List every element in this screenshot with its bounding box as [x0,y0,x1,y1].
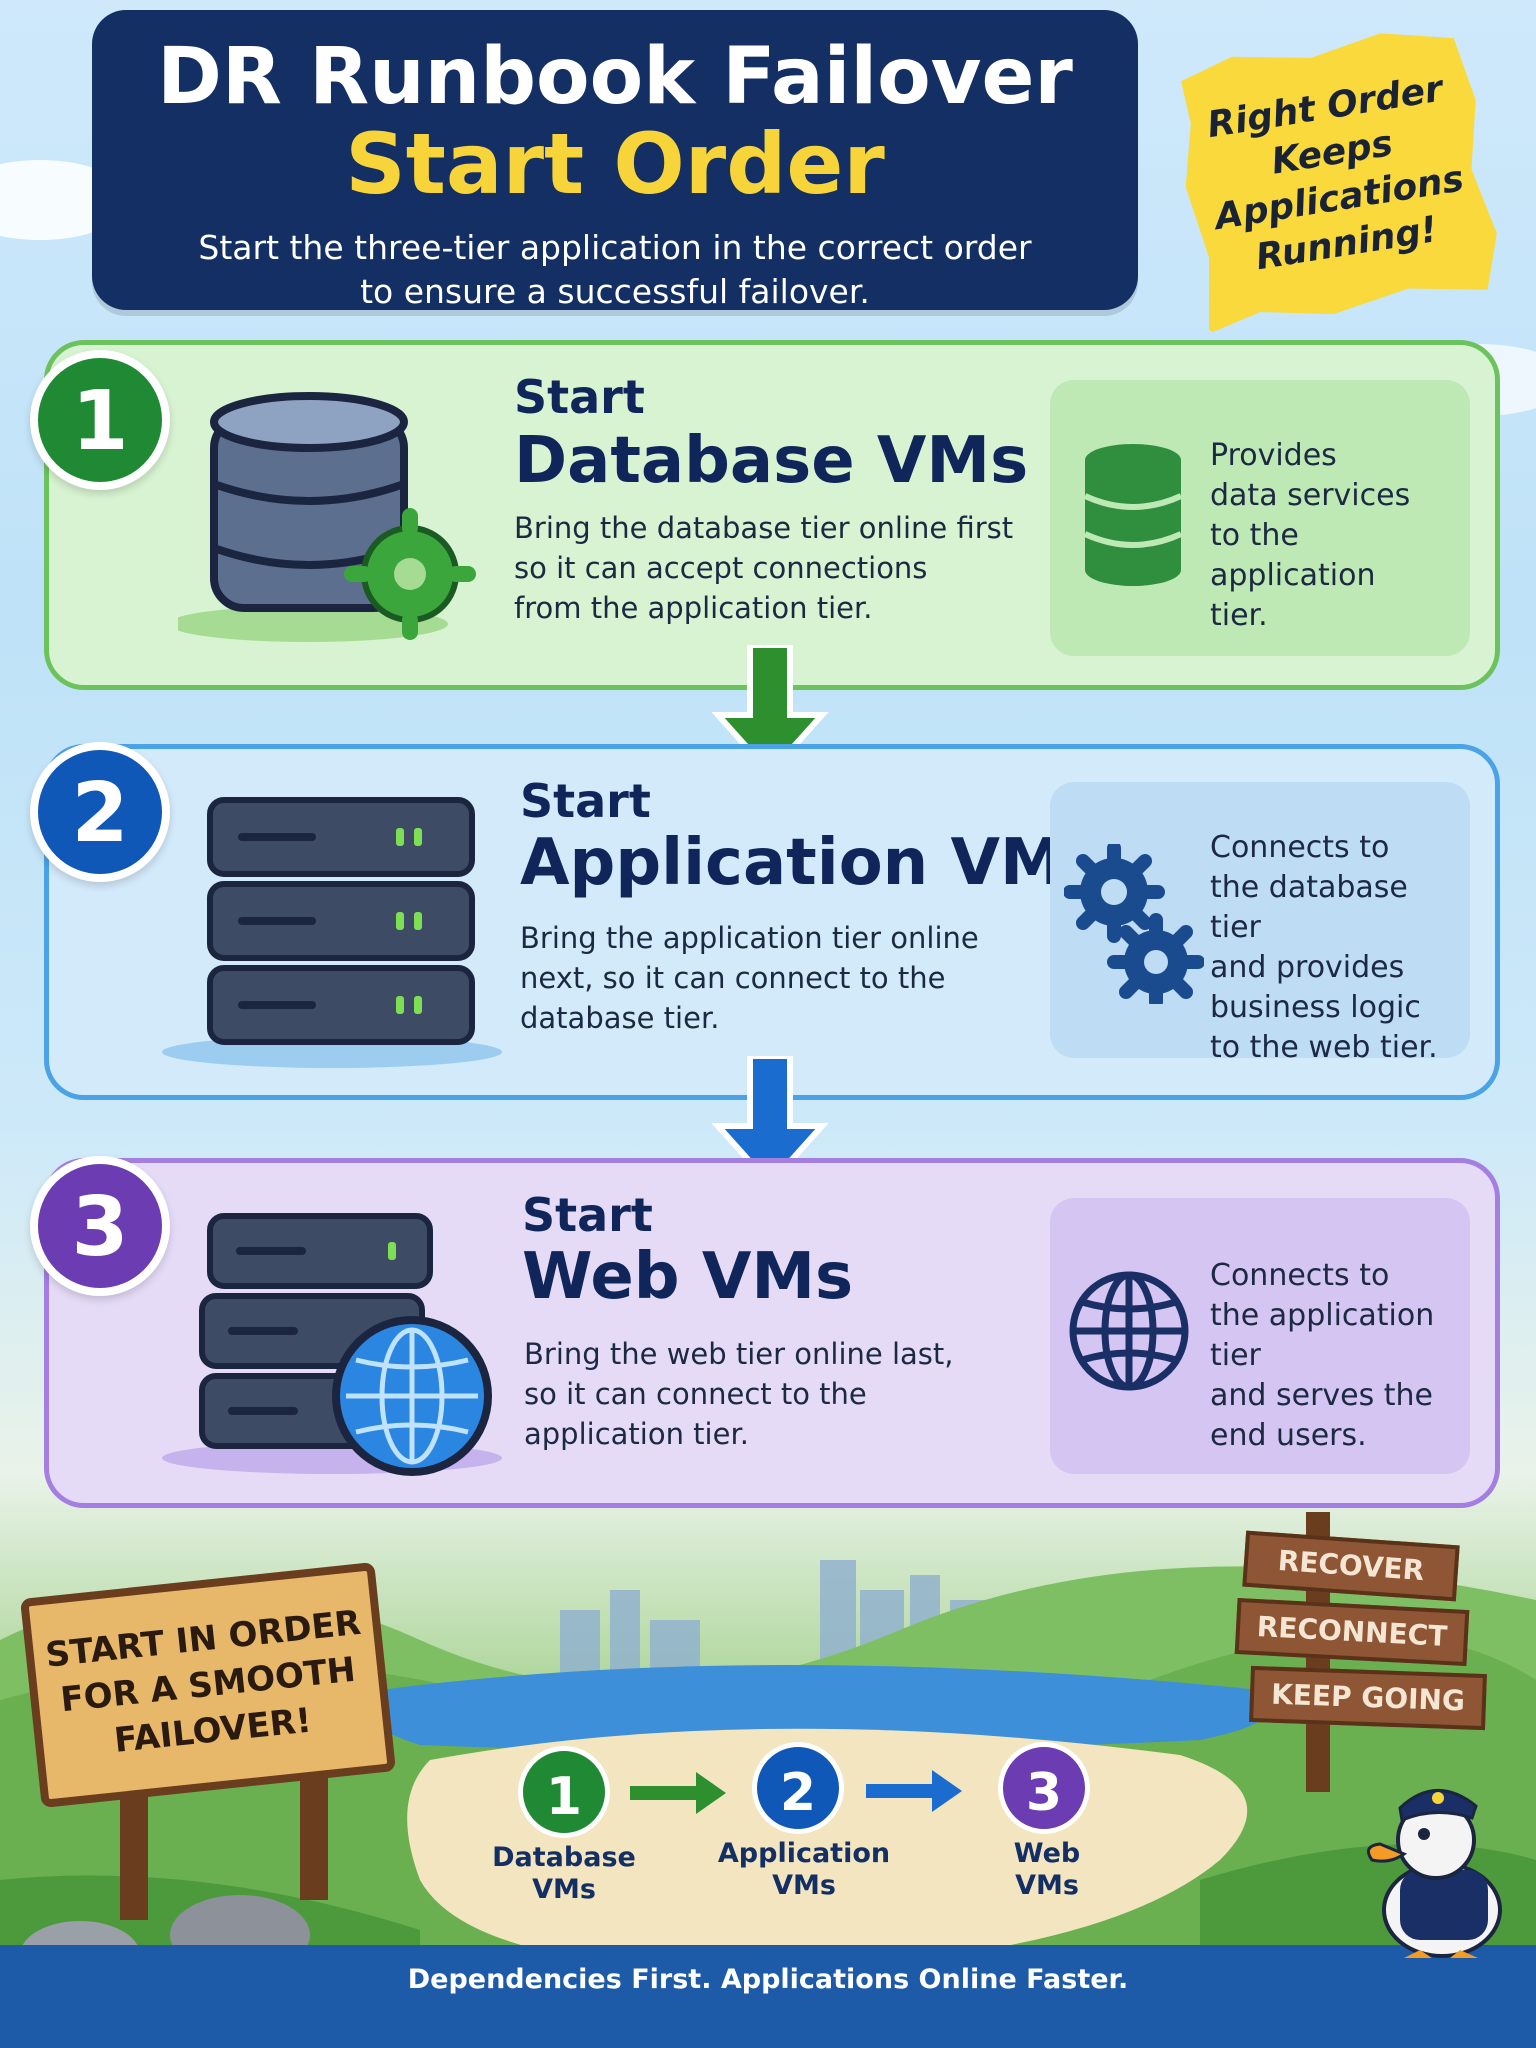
callout-badge: Right Order Keeps Applications Running! [1167,20,1506,334]
step-side-panel: Connects to the application tier and ser… [1050,1198,1470,1474]
side-line: and provides [1210,950,1405,985]
side-line: Connects to [1210,830,1390,865]
side-line: business logic [1210,990,1421,1025]
path-label-line: VMs [772,1870,836,1901]
wooden-sign: START IN ORDER FOR A SMOOTH FAILOVER! [19,1561,397,1809]
step-title: Web VMs [522,1240,854,1314]
app-server-icon [162,797,502,1068]
right-arrow-icon [630,1772,726,1814]
down-arrow-icon [711,1056,829,1189]
side-line: end users. [1210,1418,1367,1453]
step-title: Application VMs [520,826,1102,900]
step-kicker: Start [514,370,645,424]
side-text: Provides data services to the applicatio… [1210,436,1460,636]
description-line: so it can accept connections [514,551,928,585]
path-label-line: Database [492,1842,636,1873]
step-description: Bring the application tier online next, … [520,918,1040,1038]
step-title: Database VMs [514,424,1029,498]
description-line: from the application tier. [514,591,873,625]
path-step-label: Web VMs [972,1838,1122,1902]
step-number-badge: 3 [30,1156,170,1296]
header-banner: DR Runbook Failover Start Order Start th… [92,10,1138,311]
path-label-line: Application [717,1838,891,1869]
badge-text: Right Order Keeps Applications Running! [1173,62,1498,291]
signpost-keep-going: KEEP GOING [1249,1665,1487,1731]
description-line: Bring the web tier online last, [524,1337,954,1371]
step-description: Bring the database tier online first so … [514,508,1034,628]
side-text: Connects to the database tier and provid… [1210,828,1460,1068]
gears-icon [1064,844,1204,1004]
database-server-icon [178,392,476,642]
path-step-label: Database VMs [474,1842,654,1906]
step-number-badge: 1 [30,350,170,490]
description-line: so it can connect to the [524,1377,867,1411]
step-side-panel: Provides data services to the applicatio… [1050,380,1470,656]
duck-mascot-icon [1366,1789,1502,1958]
path-step-badge: 3 [998,1742,1090,1834]
path-label-line: VMs [532,1874,596,1905]
database-icon [1083,444,1183,586]
subtitle-line: to ensure a successful failover. [360,272,870,311]
description-line: next, so it can connect to the [520,961,946,995]
side-line: to the web tier. [1210,1030,1438,1065]
page-title-highlight: Start Order [345,115,885,213]
path-step-badge: 2 [752,1742,844,1834]
side-line: and serves the [1210,1378,1434,1413]
path-step-label: Application VMs [706,1838,902,1902]
path-label-line: VMs [1015,1870,1079,1901]
side-line: data services [1210,478,1411,513]
footer-tagline: Dependencies First. Applications Online … [407,1964,1129,1995]
description-line: database tier. [520,1001,720,1035]
side-line: to the application [1210,518,1376,593]
sign-text: START IN ORDER FOR A SMOOTH FAILOVER! [32,1599,385,1772]
side-line: the application tier [1210,1298,1435,1373]
step-side-panel: Connects to the database tier and provid… [1050,782,1470,1065]
side-line: the database tier [1210,870,1408,945]
page-title: DR Runbook Failover [157,32,1073,122]
description-line: Bring the application tier online [520,921,979,955]
path-step-badge: 1 [518,1746,610,1838]
subtitle-line: Start the three-tier application in the … [198,228,1032,267]
side-text: Connects to the application tier and ser… [1210,1256,1460,1456]
step-description: Bring the web tier online last, so it ca… [524,1334,1044,1454]
right-arrow-icon [866,1770,962,1812]
globe-icon [1069,1271,1189,1391]
description-line: application tier. [524,1417,749,1451]
step-kicker: Start [522,1188,653,1242]
step-kicker: Start [520,774,651,828]
side-line: Connects to [1210,1258,1390,1293]
path-label-line: Web [1013,1838,1081,1869]
page-subtitle: Start the three-tier application in the … [152,226,1078,314]
side-line: tier. [1210,598,1268,633]
side-line: Provides [1210,438,1337,473]
web-server-icon [162,1213,502,1476]
step-number-badge: 2 [30,742,170,882]
description-line: Bring the database tier online first [514,511,1014,545]
